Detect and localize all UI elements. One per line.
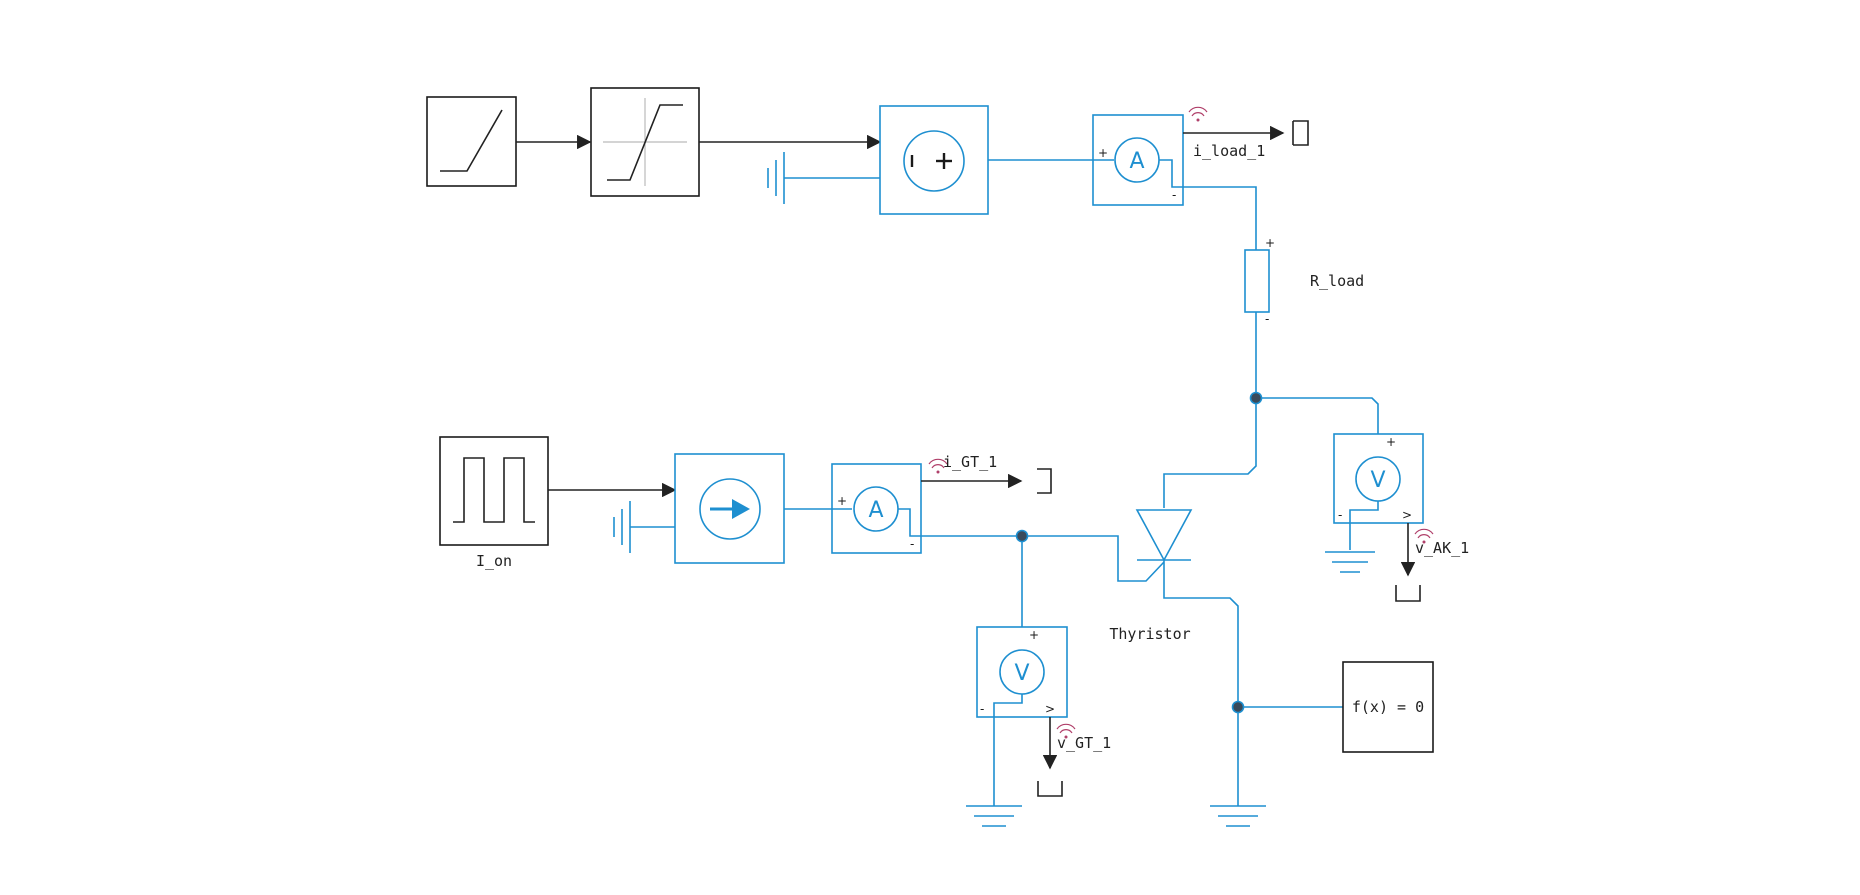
wire-node-voltmeter-ak[interactable]: [1256, 397, 1379, 457]
log-signal-icon[interactable]: [1056, 723, 1076, 739]
plus-sign: +: [1029, 628, 1039, 642]
voltmeter-gt[interactable]: V + - >: [976, 626, 1068, 806]
label-fx: f(x) = 0: [1352, 698, 1424, 716]
log-signal-icon[interactable]: [928, 458, 948, 474]
pulse-generator-block[interactable]: [439, 436, 549, 546]
pulse-icon: [453, 457, 535, 523]
junction-node-gate[interactable]: [1015, 529, 1029, 543]
solver-configuration-block[interactable]: f(x) = 0: [1342, 661, 1434, 753]
label-i-gt: i_GT_1: [943, 453, 997, 471]
label-v-gt: v_GT_1: [1057, 734, 1111, 752]
label-thyristor: Thyristor: [1109, 625, 1190, 643]
terminator-icon[interactable]: [1037, 468, 1052, 494]
voltmeter-gt-letter: V: [1014, 661, 1029, 686]
ammeter-load-letter: A: [1129, 149, 1144, 174]
thyristor[interactable]: [1135, 509, 1193, 592]
junction-node-cathode[interactable]: [1231, 700, 1245, 714]
voltmeter-ak[interactable]: V + - >: [1333, 433, 1424, 550]
terminator-icon[interactable]: [1395, 585, 1421, 602]
junction-node-top[interactable]: [1249, 391, 1263, 405]
log-signal-icon[interactable]: [1414, 528, 1434, 544]
plus-sign: +: [1265, 236, 1275, 250]
ammeter-gt-letter: A: [868, 498, 883, 523]
current-source-icon: [699, 478, 761, 540]
wire-resistor-anode[interactable]: [1163, 312, 1257, 508]
minus-sign: -: [1172, 188, 1176, 202]
ground-icon[interactable]: [1210, 805, 1266, 827]
ground-icon[interactable]: [966, 805, 1022, 827]
output-port: >: [1045, 702, 1055, 716]
saturation-block[interactable]: [590, 87, 700, 197]
label-i-load: i_load_1: [1193, 142, 1265, 160]
plus-sign: +: [837, 494, 847, 508]
minus-sign: -: [1338, 508, 1342, 522]
voltage-source-icon: [903, 130, 965, 192]
saturation-icon: [603, 98, 687, 186]
ammeter-load[interactable]: A + -: [1092, 114, 1184, 206]
terminator-icon[interactable]: [1037, 781, 1063, 797]
minus-sign: -: [980, 702, 984, 716]
ramp-icon: [440, 109, 503, 172]
minus-sign: -: [1265, 312, 1269, 326]
output-port: >: [1402, 508, 1412, 522]
plus-sign: +: [1098, 146, 1108, 160]
plus-sign: +: [1386, 435, 1396, 449]
wire-ammeter-gate[interactable]: [921, 535, 1165, 582]
resistor-icon: [1244, 249, 1270, 313]
ramp-block[interactable]: [426, 96, 517, 187]
minus-sign: -: [910, 537, 914, 551]
wire-ammeter-resistor[interactable]: [1183, 186, 1257, 250]
label-i-on: I_on: [476, 552, 512, 570]
controlled-current-source[interactable]: [674, 453, 785, 564]
wire-cathode[interactable]: [1163, 592, 1239, 806]
electrical-ground[interactable]: [613, 501, 675, 553]
terminator-icon[interactable]: [1292, 120, 1309, 146]
electrical-ground[interactable]: [767, 152, 880, 204]
label-v-ak: v_AK_1: [1415, 539, 1469, 557]
voltmeter-ak-letter: V: [1370, 468, 1385, 493]
ammeter-gt[interactable]: A + -: [831, 463, 922, 554]
ground-icon[interactable]: [1325, 551, 1375, 573]
resistor-load[interactable]: + -: [1244, 236, 1275, 326]
thyristor-icon: [1135, 509, 1193, 592]
log-signal-icon[interactable]: [1188, 106, 1208, 122]
label-r-load: R_load: [1310, 272, 1364, 290]
controlled-voltage-source[interactable]: [879, 105, 989, 215]
